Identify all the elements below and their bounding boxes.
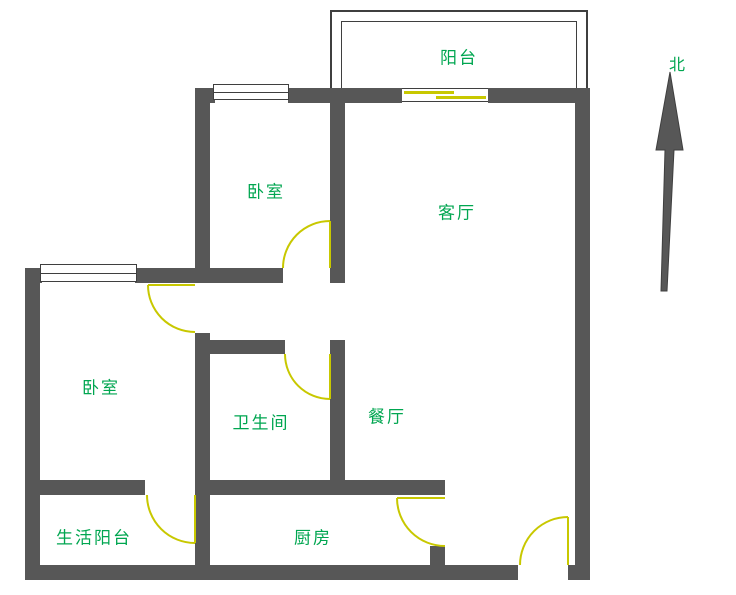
window-bedroom-left xyxy=(40,264,137,282)
door-bedroom-left xyxy=(147,284,196,333)
wall-bedroom-top-bottom-b xyxy=(330,268,345,283)
door-service-balcony xyxy=(146,494,196,544)
door-kitchen xyxy=(396,497,446,547)
room-label-bedroom-top: 卧室 xyxy=(247,182,285,203)
wall-kitchen-top-a xyxy=(25,480,145,495)
wall-bathroom-right xyxy=(330,340,345,495)
sliding-door-line xyxy=(436,96,486,99)
wall-wing-b xyxy=(135,268,195,283)
room-label-living-room: 客厅 xyxy=(438,203,476,224)
window-midline xyxy=(41,273,136,274)
room-label-bedroom-left: 卧室 xyxy=(82,378,120,399)
wall-top-b xyxy=(288,88,402,103)
sliding-door-frame-line xyxy=(402,88,488,89)
balcony-outline-inner xyxy=(341,21,577,90)
balcony-outline-outer xyxy=(330,10,588,90)
sliding-door-frame-line xyxy=(402,101,488,102)
door-entry xyxy=(519,516,569,566)
room-label-dining-room: 餐厅 xyxy=(368,407,406,428)
room-label-bathroom: 卫生间 xyxy=(232,413,290,434)
wall-bedroom-left-right xyxy=(195,333,210,483)
door-bathroom xyxy=(284,353,331,400)
wall-left xyxy=(25,268,40,580)
door-bedroom-top xyxy=(282,220,331,269)
wall-right xyxy=(575,88,590,580)
room-label-balcony: 阳台 xyxy=(440,48,478,69)
room-label-kitchen: 厨房 xyxy=(294,528,332,549)
north-label: 北 xyxy=(668,55,686,74)
wall-bedroom-top-right xyxy=(330,103,345,268)
wall-bathroom-top-a xyxy=(195,340,285,354)
wall-left-upper xyxy=(195,88,210,283)
sliding-door-line xyxy=(404,91,454,94)
wall-bottom-a xyxy=(25,565,518,580)
room-label-service-balcony: 生活阳台 xyxy=(56,528,132,549)
wall-top-c xyxy=(488,88,590,103)
wall-service-balcony-right xyxy=(195,495,210,580)
wall-kitchen-top-b xyxy=(195,480,445,495)
window-midline xyxy=(214,92,288,93)
north-arrow xyxy=(655,71,684,292)
wall-bedroom-top-bottom-a xyxy=(195,268,283,283)
window-bedroom-top xyxy=(213,84,289,100)
wall-bottom-b xyxy=(568,565,590,580)
